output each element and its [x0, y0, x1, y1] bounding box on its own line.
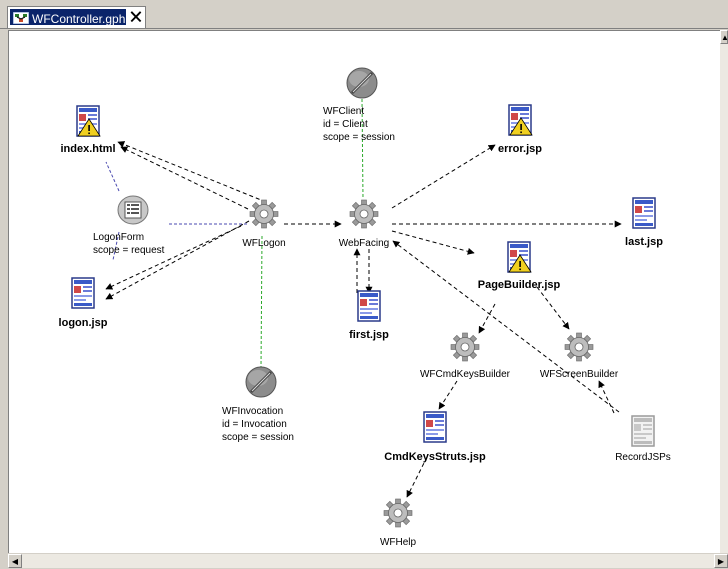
node-label-line: last.jsp [625, 236, 663, 248]
graph-edge[interactable] [361, 98, 364, 200]
node-label-line: WFInvocation [222, 406, 284, 417]
graph-edge[interactable] [120, 146, 249, 210]
node-label-line: scope = session [323, 132, 395, 143]
graph-edge[interactable] [117, 141, 267, 203]
bean-pill-icon[interactable] [244, 365, 278, 404]
node-label-wfhelp: WFHelp [380, 536, 416, 549]
node-label-cmdkeysstruts: CmdKeysStruts.jsp [384, 451, 485, 464]
node-label-line: WFClient [323, 106, 365, 117]
jsp-page-icon[interactable] [631, 197, 657, 234]
node-label-line: WFHelp [379, 537, 417, 548]
node-label-line: scope = request [93, 245, 165, 256]
graph-canvas[interactable]: index.html LogonForm scope = request logo… [8, 30, 720, 553]
gear-action-icon[interactable] [349, 199, 379, 234]
node-label-line: LogonForm [93, 232, 145, 243]
editor-tab-bar: WFController.gph 🗙 [0, 0, 728, 29]
scroll-up-button[interactable]: ▲ [720, 30, 728, 44]
jsp-disabled-page-icon[interactable] [630, 415, 656, 452]
node-label-line: WFCmdKeysBuilder [419, 369, 511, 380]
node-label-line: CmdKeysStruts.jsp [384, 451, 486, 463]
node-label-wfscreenbuilder: WFScreenBuilder [540, 368, 618, 381]
node-label-wfclient: WFClient id = Client scope = session [323, 105, 395, 144]
graph-edges [105, 98, 622, 498]
node-label-line: RecordJSPs [615, 452, 671, 463]
jsp-page-icon[interactable] [356, 290, 382, 327]
graph-edge[interactable] [406, 456, 428, 498]
form-bean-icon[interactable] [117, 195, 149, 230]
tab-title: WFController.gph [32, 12, 126, 26]
graph-edge[interactable] [438, 380, 458, 410]
tab-selection-highlight: WFController.gph [10, 9, 126, 26]
node-label-logon: logon.jsp [59, 317, 108, 330]
graph-edge[interactable] [598, 380, 615, 414]
gear-action-icon[interactable] [383, 498, 413, 533]
node-label-wflogon: WFLogon [242, 237, 285, 250]
node-label-first: first.jsp [349, 329, 389, 342]
node-label-recordjsps: RecordJSPs [615, 451, 671, 464]
jsp-page-icon[interactable] [70, 277, 96, 314]
graph-edge[interactable] [105, 161, 120, 192]
jsp-warning-page-icon[interactable] [507, 104, 533, 141]
graph-edge[interactable] [392, 240, 620, 413]
node-label-line: WFLogon [242, 238, 286, 249]
node-label-last: last.jsp [625, 236, 663, 249]
vertical-scrollbar[interactable]: ▲ [720, 30, 728, 553]
graph-edge[interactable] [536, 286, 570, 330]
node-label-index: index.html [60, 143, 115, 156]
graph-edge[interactable] [391, 230, 475, 255]
node-label-wfinvocation: WFInvocation id = Invocation scope = sessi… [222, 405, 294, 444]
jsp-warning-page-icon[interactable] [506, 241, 532, 278]
horizontal-scrollbar[interactable]: ◀ ▶ [8, 553, 728, 568]
graph-edge[interactable] [391, 144, 496, 209]
close-icon[interactable]: 🗙 [129, 8, 143, 25]
node-label-line: index.html [60, 143, 116, 155]
node-label-line: scope = session [222, 432, 294, 443]
node-label-logonform: LogonForm scope = request [93, 231, 164, 257]
node-label-line: id = Client [323, 119, 368, 130]
node-label-line: logon.jsp [58, 317, 108, 329]
node-label-line: WebFacing [338, 238, 390, 249]
jsp-page-icon[interactable] [422, 411, 448, 448]
tab-wfcontroller[interactable]: WFController.gph 🗙 [7, 6, 146, 29]
jsp-warning-page-icon[interactable] [75, 105, 101, 142]
node-label-wfcmdkeysbuilder: WFCmdKeysBuilder [420, 368, 510, 381]
node-label-line: first.jsp [349, 329, 389, 341]
node-label-webfacing: WebFacing [339, 237, 389, 250]
gear-action-icon[interactable] [564, 332, 594, 367]
graph-edge[interactable] [105, 225, 242, 290]
node-label-pagebuilder: PageBuilder.jsp [478, 279, 561, 292]
gear-action-icon[interactable] [249, 199, 279, 234]
graph-edge[interactable] [105, 220, 250, 300]
node-label-error: error.jsp [498, 143, 542, 156]
graph-edge[interactable] [260, 235, 263, 369]
scroll-right-button[interactable]: ▶ [714, 554, 728, 568]
node-label-line: PageBuilder.jsp [477, 279, 561, 291]
scroll-left-button[interactable]: ◀ [8, 554, 22, 568]
graph-file-icon [13, 12, 29, 24]
node-label-line: error.jsp [497, 143, 543, 155]
graph-edge[interactable] [478, 303, 496, 334]
node-label-line: id = Invocation [222, 419, 287, 430]
node-label-line: WFScreenBuilder [539, 369, 619, 380]
bean-pill-icon[interactable] [345, 66, 379, 105]
tabbar-divider [0, 28, 728, 29]
gear-action-icon[interactable] [450, 332, 480, 367]
